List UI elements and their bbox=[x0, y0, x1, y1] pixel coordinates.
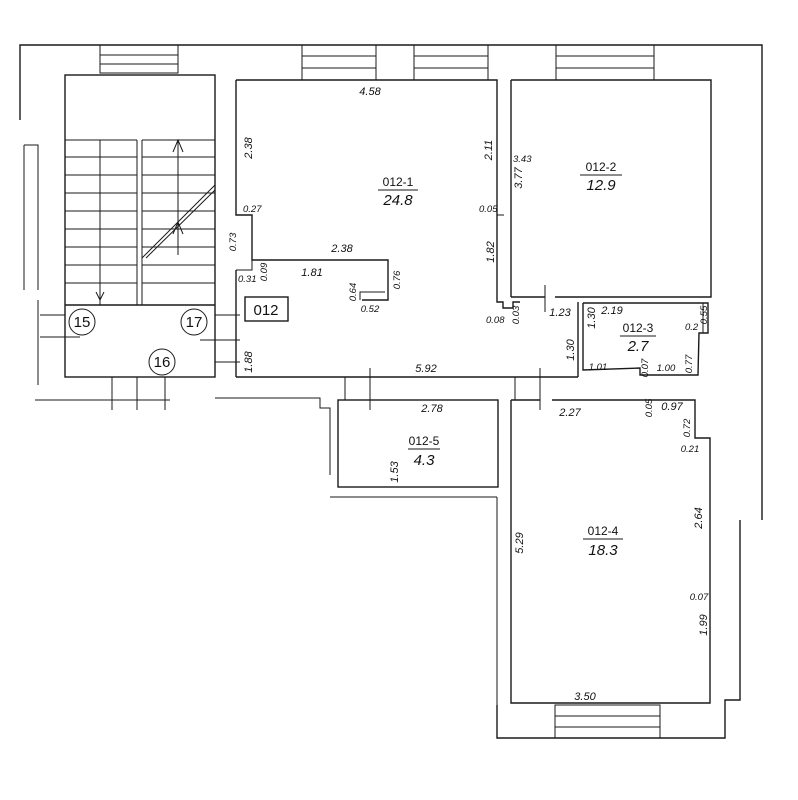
dimension-label: 2.19 bbox=[600, 305, 622, 317]
dimension-label: 2.38 bbox=[243, 136, 255, 159]
stair-marker-17: 17 bbox=[180, 308, 208, 336]
room-area: 18.3 bbox=[588, 542, 618, 559]
stair-marker-label: 16 bbox=[154, 354, 171, 371]
dimension-label: 5.92 bbox=[415, 363, 436, 375]
stair-marker-label: 15 bbox=[74, 314, 91, 331]
dimension-label: 1.23 bbox=[549, 307, 571, 319]
dimension-label: 1.81 bbox=[301, 267, 322, 279]
room-area: 2.7 bbox=[627, 338, 650, 355]
dimension-label: 0.05 bbox=[479, 204, 498, 215]
stair-arrow-down-icon bbox=[95, 265, 105, 302]
dimension-label: 0.2 bbox=[685, 322, 699, 333]
room-area: 24.8 bbox=[382, 192, 413, 209]
dimension-labels: 4.58 2.38 2.11 0.27 0.73 2.38 0.31 0.09 … bbox=[228, 86, 710, 703]
dimension-label: 0.64 bbox=[348, 283, 359, 302]
dimension-label: 1.30 bbox=[565, 338, 577, 360]
dimension-label: 4.58 bbox=[359, 86, 381, 98]
dimension-label: 0.21 bbox=[681, 444, 700, 455]
bottom-window bbox=[554, 704, 661, 739]
room-012-1: 012-1 24.8 bbox=[235, 79, 578, 378]
dimension-label: 2.38 bbox=[330, 243, 353, 255]
dimension-label: 0.77 bbox=[684, 354, 695, 373]
dimension-label: 0.73 bbox=[228, 232, 239, 251]
room-012-2: 012-2 12.9 bbox=[510, 79, 712, 312]
stair-arrow-up-icon bbox=[172, 138, 184, 255]
outer-walls bbox=[19, 44, 763, 739]
dimension-label: 0.97 bbox=[661, 401, 683, 413]
dimension-label: 0.76 bbox=[392, 270, 403, 289]
dimension-label: 0.07 bbox=[690, 592, 709, 603]
dimension-label: 0.09 bbox=[259, 262, 270, 281]
dimension-label: 3.50 bbox=[574, 691, 596, 703]
dimension-label: 1.82 bbox=[485, 241, 497, 262]
stair-marker-label: 17 bbox=[186, 314, 203, 331]
dimension-label: 0.52 bbox=[361, 304, 380, 315]
dimension-label: 0.31 bbox=[238, 274, 257, 285]
room-area: 4.3 bbox=[414, 452, 436, 469]
dimension-label: 0.03 bbox=[511, 305, 522, 324]
dimension-label: 0.08 bbox=[486, 315, 505, 326]
dimension-label: 0.05 bbox=[644, 398, 655, 417]
dimension-label: 2.64 bbox=[693, 507, 705, 529]
room-code: 012-4 bbox=[588, 524, 619, 538]
dimension-label: 0.07 bbox=[640, 358, 651, 377]
room-code: 012-2 bbox=[586, 160, 617, 174]
dimension-label: 1.00 bbox=[657, 363, 676, 374]
room-code: 012-5 bbox=[409, 434, 440, 448]
dimension-label: 0.27 bbox=[243, 204, 262, 215]
stair-treads-left bbox=[65, 139, 137, 305]
dimension-label: 1.99 bbox=[698, 614, 710, 635]
apartment-number: 012 bbox=[253, 302, 278, 319]
top-windows bbox=[99, 44, 655, 81]
dimension-label: 0.72 bbox=[682, 418, 693, 437]
dimension-label: 0.55 bbox=[699, 305, 710, 324]
dimension-label: 3.43 bbox=[513, 154, 532, 165]
dimension-label: 1.88 bbox=[243, 350, 255, 372]
dimension-label: 1.01 bbox=[589, 362, 608, 373]
stair-marker-16: 16 bbox=[148, 348, 176, 376]
dimension-label: 1.30 bbox=[586, 306, 598, 328]
room-012-3: 012-3 2.7 bbox=[577, 302, 709, 377]
dimension-label: 2.11 bbox=[483, 140, 495, 162]
room-code: 012-3 bbox=[623, 321, 654, 335]
dimension-label: 1.53 bbox=[389, 460, 401, 482]
dimension-label: 5.29 bbox=[514, 532, 526, 553]
room-area: 12.9 bbox=[586, 177, 616, 194]
dimension-label: 2.78 bbox=[420, 403, 443, 415]
apartment-label: 012 bbox=[244, 296, 289, 322]
stairwell bbox=[40, 74, 240, 410]
dimension-label: 3.77 bbox=[513, 166, 525, 188]
stair-marker-15: 15 bbox=[68, 308, 96, 336]
dimension-label: 2.27 bbox=[558, 407, 581, 419]
room-code: 012-1 bbox=[383, 175, 414, 189]
room-012-4: 012-4 18.3 bbox=[496, 368, 711, 705]
room-012-5: 012-5 4.3 bbox=[330, 368, 499, 498]
